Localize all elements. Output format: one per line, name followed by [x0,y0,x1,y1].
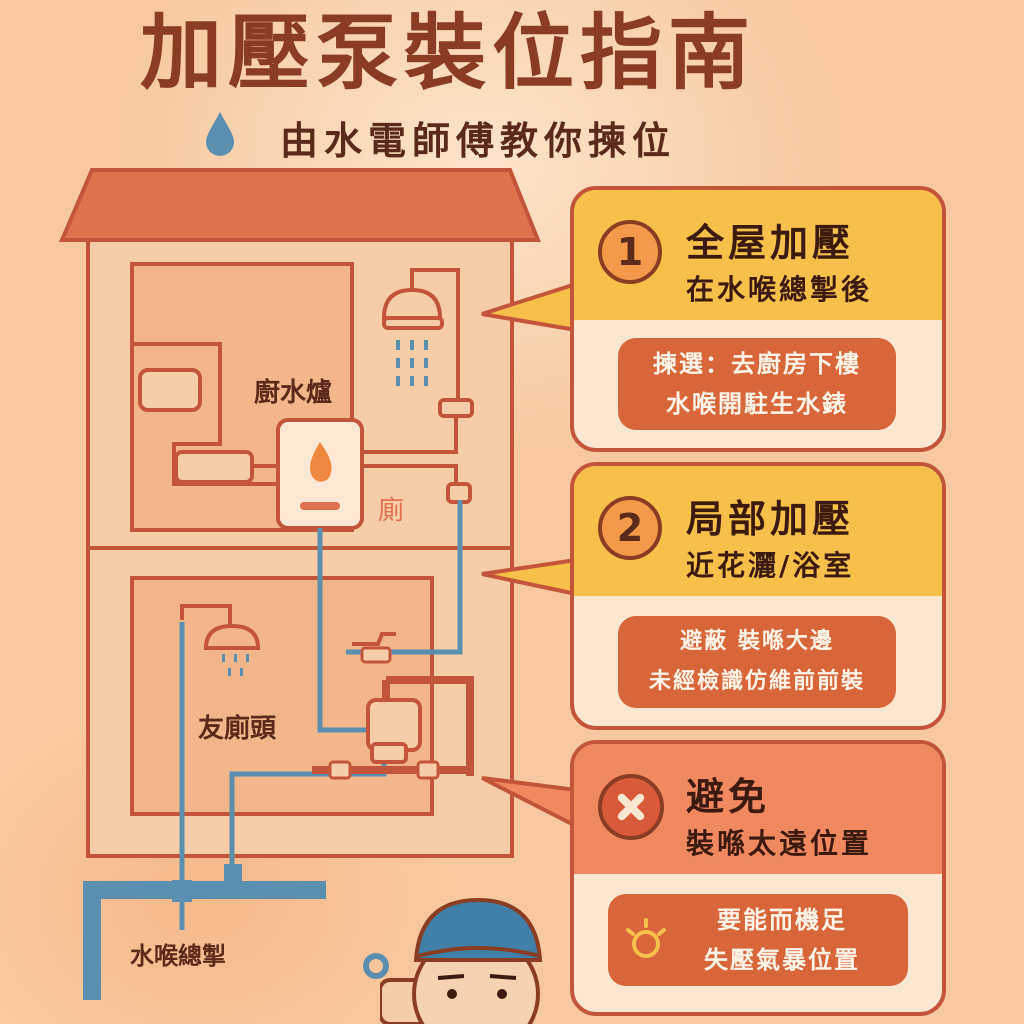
main-water-pipe [83,881,326,1000]
main-valve-label: 水喉總掣 [130,942,226,970]
cross-icon [598,774,664,840]
tip-line: 水喉開駐生水錶 [666,390,848,418]
card-avoid: 避免 裝喺太遠位置 要能而機足 失壓氣暴位置 [570,740,946,1016]
card-subtitle: 近花灑/浴室 [686,549,855,582]
tip-box: 揀選：去廚房下樓 水喉開駐生水錶 [618,338,896,430]
card-subtitle: 在水喉總掣後 [686,273,873,306]
flame-icon [310,442,332,482]
card-partial-pressure: 2 局部加壓 近花灑/浴室 避蔽 裝喺大邊 未經檢識仿維前前裝 [570,462,946,730]
tip-line: 失壓氣暴位置 [704,946,860,974]
tip-line: 揀選：去廚房下樓 [653,350,861,378]
step-number-badge: 2 [598,496,662,560]
lower-room-label: 友廁頭 [198,714,277,744]
page-subtitle: 由水電師傅教你揀位 [280,119,677,163]
tip-line: 要能而機足 [717,906,847,934]
washer-icon [363,953,389,979]
plumber-icon [380,897,543,1024]
card-whole-house: 1 全屋加壓 在水喉總掣後 揀選：去廚房下樓 水喉開駐生水錶 [570,186,946,452]
water-heater-icon [276,418,364,530]
tap-icon [352,632,396,664]
shower-head-icon [360,268,474,454]
water-drop-icon [206,112,234,156]
card-title: 局部加壓 [686,497,855,541]
upper-room-label: 廚水爐 [254,378,333,408]
card-header: 2 局部加壓 近花灑/浴室 [574,466,942,596]
middle-room-mark: 廁 [378,496,405,526]
tip-line: 未經檢識仿維前前裝 [648,669,865,694]
step-number-badge: 1 [598,220,662,284]
card-subtitle: 裝喺太遠位置 [686,827,873,860]
tip-box: 要能而機足 失壓氣暴位置 [608,894,908,986]
lightbulb-icon [626,918,666,958]
card-header: 避免 裝喺太遠位置 [574,744,942,874]
pump-icon [312,676,474,780]
page-title: 加壓泵裝位指南 [140,6,757,101]
house-roof [58,168,541,242]
shower-head-icon [180,604,261,676]
tip-box: 避蔽 裝喺大邊 未經檢識仿維前前裝 [618,616,896,708]
card-header: 1 全屋加壓 在水喉總掣後 [574,190,942,320]
tip-line: 避蔽 裝喺大邊 [680,629,834,654]
card-title: 避免 [686,775,771,819]
card-title: 全屋加壓 [686,221,855,265]
